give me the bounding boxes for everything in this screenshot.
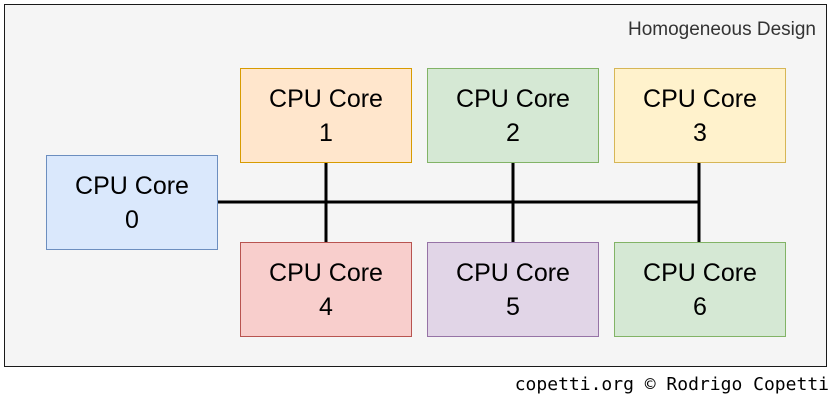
cpu-core-6: CPU Core 6: [614, 242, 786, 337]
core-label: CPU Core: [269, 84, 383, 113]
cpu-core-4: CPU Core 4: [240, 242, 412, 337]
core-label: CPU Core: [643, 84, 757, 113]
core-number: 1: [319, 118, 333, 147]
core-label: CPU Core: [269, 258, 383, 287]
copyright-credit: copetti.org © Rodrigo Copetti: [514, 374, 829, 395]
core-number: 0: [125, 205, 139, 234]
core-number: 3: [693, 118, 707, 147]
core-number: 2: [506, 118, 520, 147]
core-number: 5: [506, 292, 520, 321]
cpu-core-0: CPU Core 0: [46, 155, 218, 250]
cpu-core-3: CPU Core 3: [614, 68, 786, 163]
core-label: CPU Core: [456, 258, 570, 287]
core-number: 4: [319, 292, 333, 321]
core-label: CPU Core: [643, 258, 757, 287]
cpu-core-1: CPU Core 1: [240, 68, 412, 163]
core-label: CPU Core: [456, 84, 570, 113]
diagram-title: Homogeneous Design: [627, 19, 816, 40]
core-number: 6: [693, 292, 707, 321]
cpu-core-2: CPU Core 2: [427, 68, 599, 163]
cpu-core-5: CPU Core 5: [427, 242, 599, 337]
core-label: CPU Core: [75, 171, 189, 200]
